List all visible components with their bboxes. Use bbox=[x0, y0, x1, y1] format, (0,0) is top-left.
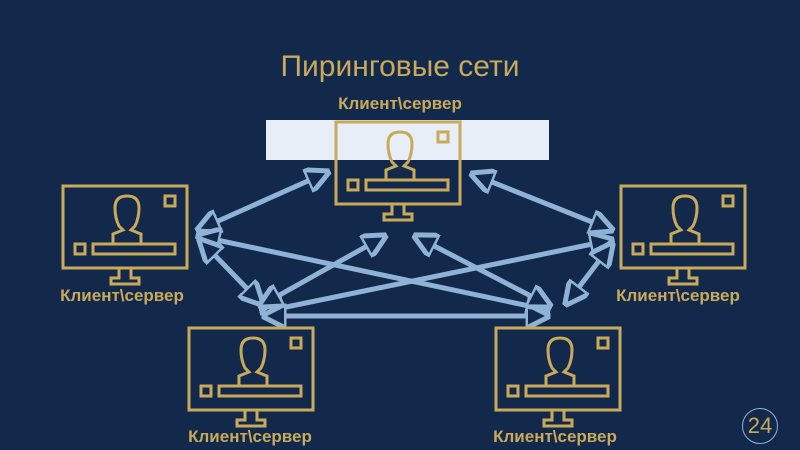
arrow-left-bottomright bbox=[198, 236, 548, 310]
monitor-icon-top bbox=[334, 120, 462, 222]
arrow-top-bottomright bbox=[415, 236, 550, 306]
page-number: 24 bbox=[742, 408, 778, 444]
monitor-icon-right bbox=[619, 184, 747, 286]
arrow-top-bottomleft bbox=[260, 236, 385, 306]
monitor-icon-bottom-right bbox=[494, 326, 622, 428]
highlight-band bbox=[266, 120, 549, 160]
node-label-right: Клиент\сервер bbox=[616, 286, 740, 305]
arrow-left-bottomleft bbox=[200, 240, 262, 304]
node-label-top: Клиент\сервер bbox=[338, 94, 462, 113]
slide-title: Пиринговые сети bbox=[280, 50, 520, 83]
node-label-bottom-left: Клиент\сервер bbox=[188, 427, 312, 446]
arrow-top-right bbox=[472, 174, 612, 230]
arrow-left-top bbox=[198, 172, 328, 230]
monitor-icon-left bbox=[61, 184, 189, 286]
arrow-right-bottomright bbox=[566, 244, 612, 304]
node-label-left: Клиент\сервер bbox=[60, 286, 184, 305]
node-label-bottom-right: Клиент\сервер bbox=[493, 427, 617, 446]
monitor-icon-bottom-left bbox=[187, 326, 315, 428]
